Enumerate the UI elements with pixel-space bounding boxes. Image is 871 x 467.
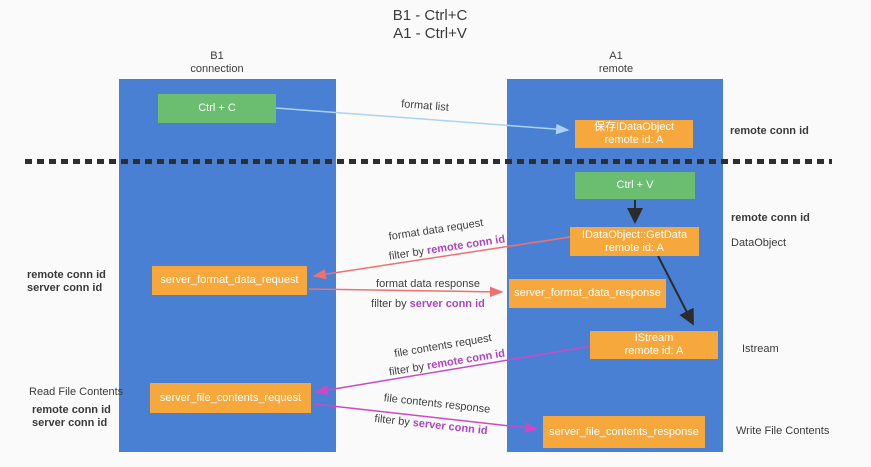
write-file-contents-label: Write File Contents — [736, 425, 830, 437]
left-remote-conn-id-2: remote conn id — [32, 404, 111, 416]
dashed-separator-line — [25, 159, 832, 164]
lane-a1-label: A1 — [609, 50, 623, 62]
arrow-file-contents-request — [314, 345, 593, 396]
save-idataobject-line1: 保存IDataObject — [593, 121, 675, 133]
diagram-title-line1: B1 - Ctrl+C — [392, 7, 468, 24]
arrow-getdata-to-istream — [657, 255, 694, 326]
left-server-conn-id-1: server conn id — [27, 282, 103, 294]
istream-line2: remote id: A — [624, 345, 684, 357]
dataobject-label: DataObject — [731, 237, 787, 249]
box-idataobject-getdata: IDataObject::GetData remote id: A — [570, 227, 699, 256]
arrow-format-data-response — [308, 286, 504, 298]
server-format-data-request-label: server_format_data_request — [160, 274, 299, 286]
box-ctrl-v: Ctrl + V — [575, 172, 695, 199]
getdata-line2: remote id: A — [605, 241, 664, 254]
ctrl-v-label: Ctrl + V — [616, 179, 654, 191]
server-file-contents-request-label: server_file_contents_request — [159, 391, 302, 404]
save-idataobject-line2: remote id: A — [604, 134, 664, 146]
box-istream: IStream remote id: A — [590, 331, 718, 359]
arrow-format-data-request — [312, 236, 571, 280]
box-ctrl-c: Ctrl + C — [158, 94, 276, 123]
box-server-file-contents-response: server_file_contents_response — [543, 416, 705, 448]
box-server-file-contents-request: server_file_contents_request — [150, 383, 311, 413]
lane-connection-label: connection — [190, 63, 244, 75]
lane-b1-label: B1 — [210, 50, 224, 62]
server-file-contents-response-label: server_file_contents_response — [549, 425, 699, 438]
lane-header-b1-connection: B1 connection — [190, 50, 243, 76]
box-server-format-data-request: server_format_data_request — [152, 266, 307, 295]
lane-remote-label: remote — [598, 63, 634, 75]
ctrl-c-label: Ctrl + C — [198, 102, 236, 114]
box-save-idataobject: 保存IDataObject remote id: A — [575, 120, 693, 148]
filter-by-text: filter by — [371, 298, 410, 310]
box-server-format-data-response: server_format_data_response — [509, 279, 666, 308]
label-format-data-response: format data response — [376, 278, 480, 290]
arrow-file-contents-response — [313, 403, 539, 433]
istream-line1: IStream — [634, 332, 674, 344]
server-format-data-response-label: server_format_data_response — [514, 287, 661, 299]
right-remote-conn-id-top: remote conn id — [730, 125, 809, 137]
arrow-format-list — [275, 107, 570, 135]
read-file-contents-label: Read File Contents — [29, 386, 124, 398]
istream-side-label: Istream — [742, 343, 779, 355]
right-remote-conn-id-mid: remote conn id — [731, 212, 810, 224]
lane-header-a1-remote: A1 remote — [599, 50, 633, 76]
left-remote-conn-id-1: remote conn id — [27, 269, 106, 281]
server-conn-id-text: server conn id — [409, 298, 485, 310]
getdata-line1: IDataObject::GetData — [581, 228, 688, 241]
left-server-conn-id-2: server conn id — [32, 417, 108, 429]
diagram-title-line2: A1 - Ctrl+V — [393, 25, 467, 42]
label-filter-server-conn-1: filter by server conn id — [371, 298, 485, 310]
